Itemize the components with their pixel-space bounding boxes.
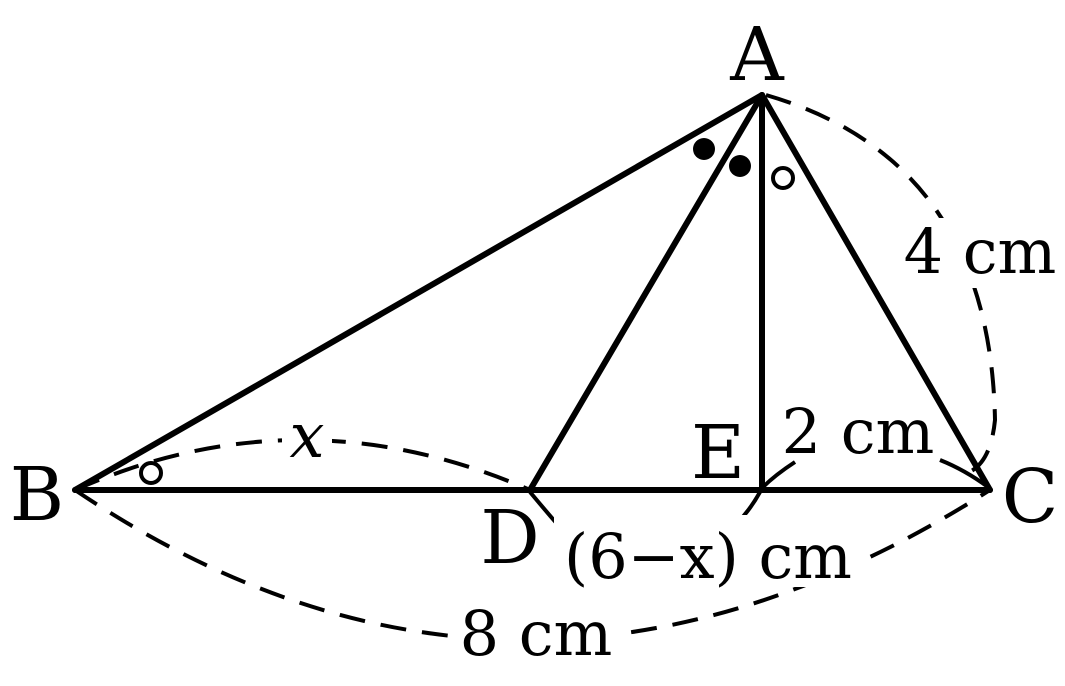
segment-ad	[527, 92, 765, 493]
angle-marks	[139, 138, 795, 485]
figure-lines	[72, 92, 993, 493]
measure-ec-label: 2 cm	[782, 395, 935, 468]
point-label-e: E	[691, 410, 745, 496]
point-label-b: B	[10, 452, 64, 538]
measure-dc-label: (6−x) cm	[564, 520, 852, 593]
measure-bd-label: x	[290, 399, 325, 472]
angle-mark-open-circle	[771, 166, 795, 190]
point-label-d: D	[480, 495, 539, 581]
angle-mark-open-circle	[139, 461, 163, 485]
ac-length-arc	[765, 93, 998, 477]
segment-ab	[72, 92, 765, 493]
segment-ac	[759, 92, 993, 493]
measurement-labels: 4 cm 2 cm x (6−x) cm 8 cm	[290, 215, 1057, 670]
angle-mark-filled-dot	[693, 138, 715, 160]
angle-mark-filled-dot	[729, 155, 751, 177]
point-label-a: A	[729, 12, 785, 98]
point-label-c: C	[1002, 454, 1059, 540]
label-backgrounds	[282, 218, 1065, 665]
measure-ac-label: 4 cm	[904, 215, 1057, 288]
point-labels: A B C D E	[10, 12, 1059, 581]
measure-bc-label: 8 cm	[460, 597, 613, 670]
